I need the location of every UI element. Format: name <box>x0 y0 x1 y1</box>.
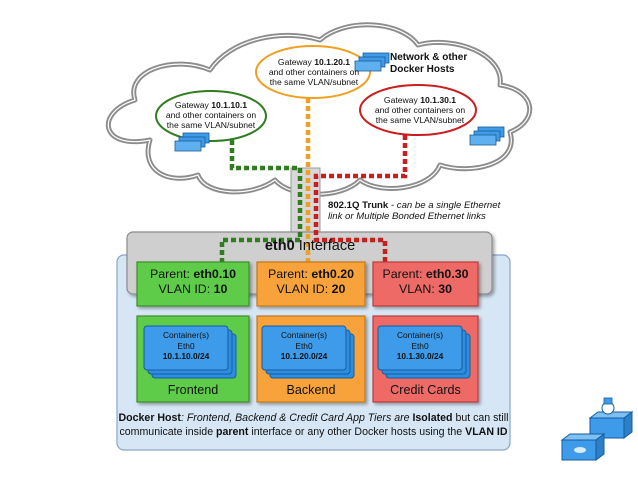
server-stack-icon <box>469 126 505 146</box>
container-title: Container(s) <box>280 330 328 340</box>
vlan-paths <box>219 98 408 262</box>
trunk-desc-1: - can be a single Ethernet <box>388 200 501 211</box>
gateway-ellipse-30 <box>359 84 477 136</box>
host-desc-1: : Frontend, Backend & Credit Card App Ti… <box>180 412 413 424</box>
vlan-value: 30 <box>438 281 453 296</box>
host-desc-4: interface or any other Docker hosts usin… <box>248 425 466 438</box>
gateway-ip: 10.1.30.1 <box>420 95 457 105</box>
subif-label-30: Parent: eth0.30 VLAN: 30 <box>373 267 478 297</box>
server-stack-icon <box>174 132 210 152</box>
whale-icon <box>588 397 634 439</box>
tier-label-credit-cards: Credit Cards <box>390 383 461 397</box>
interface-suffix: Interface <box>294 238 356 254</box>
network-label-line2: Docker Hosts <box>390 63 455 75</box>
gateway-ip: 10.1.20.1 <box>314 57 351 67</box>
container-stack-backend <box>261 325 355 379</box>
vlan-label: VLAN: <box>398 281 439 296</box>
host-desc-3: communicate inside <box>119 425 217 438</box>
docker-container-icon <box>560 433 606 461</box>
gateway-prefix: Gateway <box>383 95 421 105</box>
container-stack-frontend <box>143 325 237 379</box>
parent-value: eth0.10 <box>193 267 237 281</box>
vlan-label: VLAN ID: <box>276 281 332 296</box>
host-parent: parent <box>216 425 249 438</box>
network-cloud <box>105 22 533 197</box>
container-label-credit-cards: Container(s) Eth0 10.1.30.0/24 <box>378 330 462 362</box>
container-subnet: 10.1.30.0/24 <box>396 351 444 361</box>
gateway-line3: the same VLAN/subnet <box>269 76 359 87</box>
tier-label-frontend: Frontend <box>167 383 219 397</box>
gateway-label-30: Gateway 10.1.30.1 and other containers o… <box>368 95 472 126</box>
gateway-label-20: Gateway 10.1.20.1 and other containers o… <box>262 57 366 88</box>
vlan-value: 10 <box>213 281 228 296</box>
host-isolated: Isolated <box>412 412 453 424</box>
parent-value: eth0.20 <box>311 267 355 281</box>
container-label-backend: Container(s) Eth0 10.1.20.0/24 <box>262 330 346 362</box>
host-title: Docker Host <box>118 412 181 424</box>
vlan-path-10 <box>219 140 303 262</box>
gateway-ellipse-10 <box>155 90 267 142</box>
parent-value: eth0.30 <box>425 267 469 281</box>
interface-label: eth0 Interface <box>250 238 370 255</box>
container-label-frontend: Container(s) Eth0 10.1.10.0/24 <box>144 330 228 362</box>
trunk-desc-2: link or Multiple Bonded Ethernet links <box>328 211 486 223</box>
gateway-ellipse-20 <box>255 45 371 99</box>
container-interface: Eth0 <box>177 340 195 351</box>
subif-label-20: Parent: eth0.20 VLAN ID: 20 <box>257 267 365 297</box>
trunk-label: 802.1Q Trunk - can be a single Ethernet … <box>328 200 518 222</box>
gateway-line3: the same VLAN/subnet <box>166 119 256 130</box>
subif-box-30 <box>372 261 479 307</box>
vlan-value: 20 <box>331 281 346 296</box>
subif-label-10: Parent: eth0.10 VLAN ID: 10 <box>137 267 249 297</box>
gateway-label-10: Gateway 10.1.10.1 and other containers o… <box>161 100 261 131</box>
vlan-path-30 <box>313 135 408 262</box>
container-subnet: 10.1.20.0/24 <box>280 351 328 361</box>
gateway-line2: and other containers on <box>165 109 257 120</box>
trunk-title: 802.1Q Trunk <box>328 200 389 211</box>
tier-label-backend: Backend <box>286 383 336 397</box>
container-interface: Eth0 <box>411 340 429 351</box>
docker-host-caption: Docker Host: Frontend, Backend & Credit … <box>117 412 510 440</box>
vlan-label: VLAN ID: <box>158 281 214 296</box>
parent-label: Parent: <box>382 267 426 281</box>
gateway-line3: the same VLAN/subnet <box>375 114 465 125</box>
host-desc-2: but can still <box>452 412 509 424</box>
parent-label: Parent: <box>267 267 312 281</box>
network-label-line1: Network & other <box>390 52 468 63</box>
host-vlan-id: VLAN ID <box>465 425 508 438</box>
subif-box-20 <box>256 261 366 307</box>
gateway-line2: and other containers on <box>268 66 360 77</box>
gateway-prefix: Gateway <box>174 100 212 110</box>
container-subnet: 10.1.10.0/24 <box>162 351 210 361</box>
parent-label: Parent: <box>149 267 194 281</box>
container-title: Container(s) <box>396 330 444 340</box>
container-title: Container(s) <box>162 330 210 340</box>
container-stack-credit-cards <box>377 325 471 379</box>
subif-box-10 <box>136 261 250 307</box>
gateway-line2: and other containers on <box>374 104 466 115</box>
container-interface: Eth0 <box>295 340 313 351</box>
interface-name: eth0 <box>264 238 295 254</box>
gateway-ip: 10.1.10.1 <box>211 100 248 110</box>
network-label: Network & other Docker Hosts <box>390 52 500 75</box>
server-stack-icon <box>354 52 390 72</box>
gateway-prefix: Gateway <box>277 57 315 67</box>
